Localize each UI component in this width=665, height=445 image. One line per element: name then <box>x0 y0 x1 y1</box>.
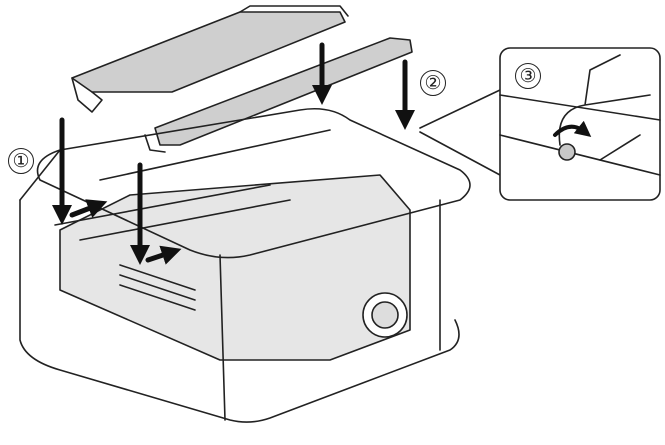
right-bracket <box>144 37 413 153</box>
detail-callout <box>419 47 661 201</box>
left-bracket <box>71 5 349 113</box>
step-1-label: ① <box>8 148 34 174</box>
step-3-label: ③ <box>515 63 541 89</box>
step-2-label: ② <box>420 70 446 96</box>
frame <box>19 107 471 423</box>
projector <box>59 174 411 361</box>
